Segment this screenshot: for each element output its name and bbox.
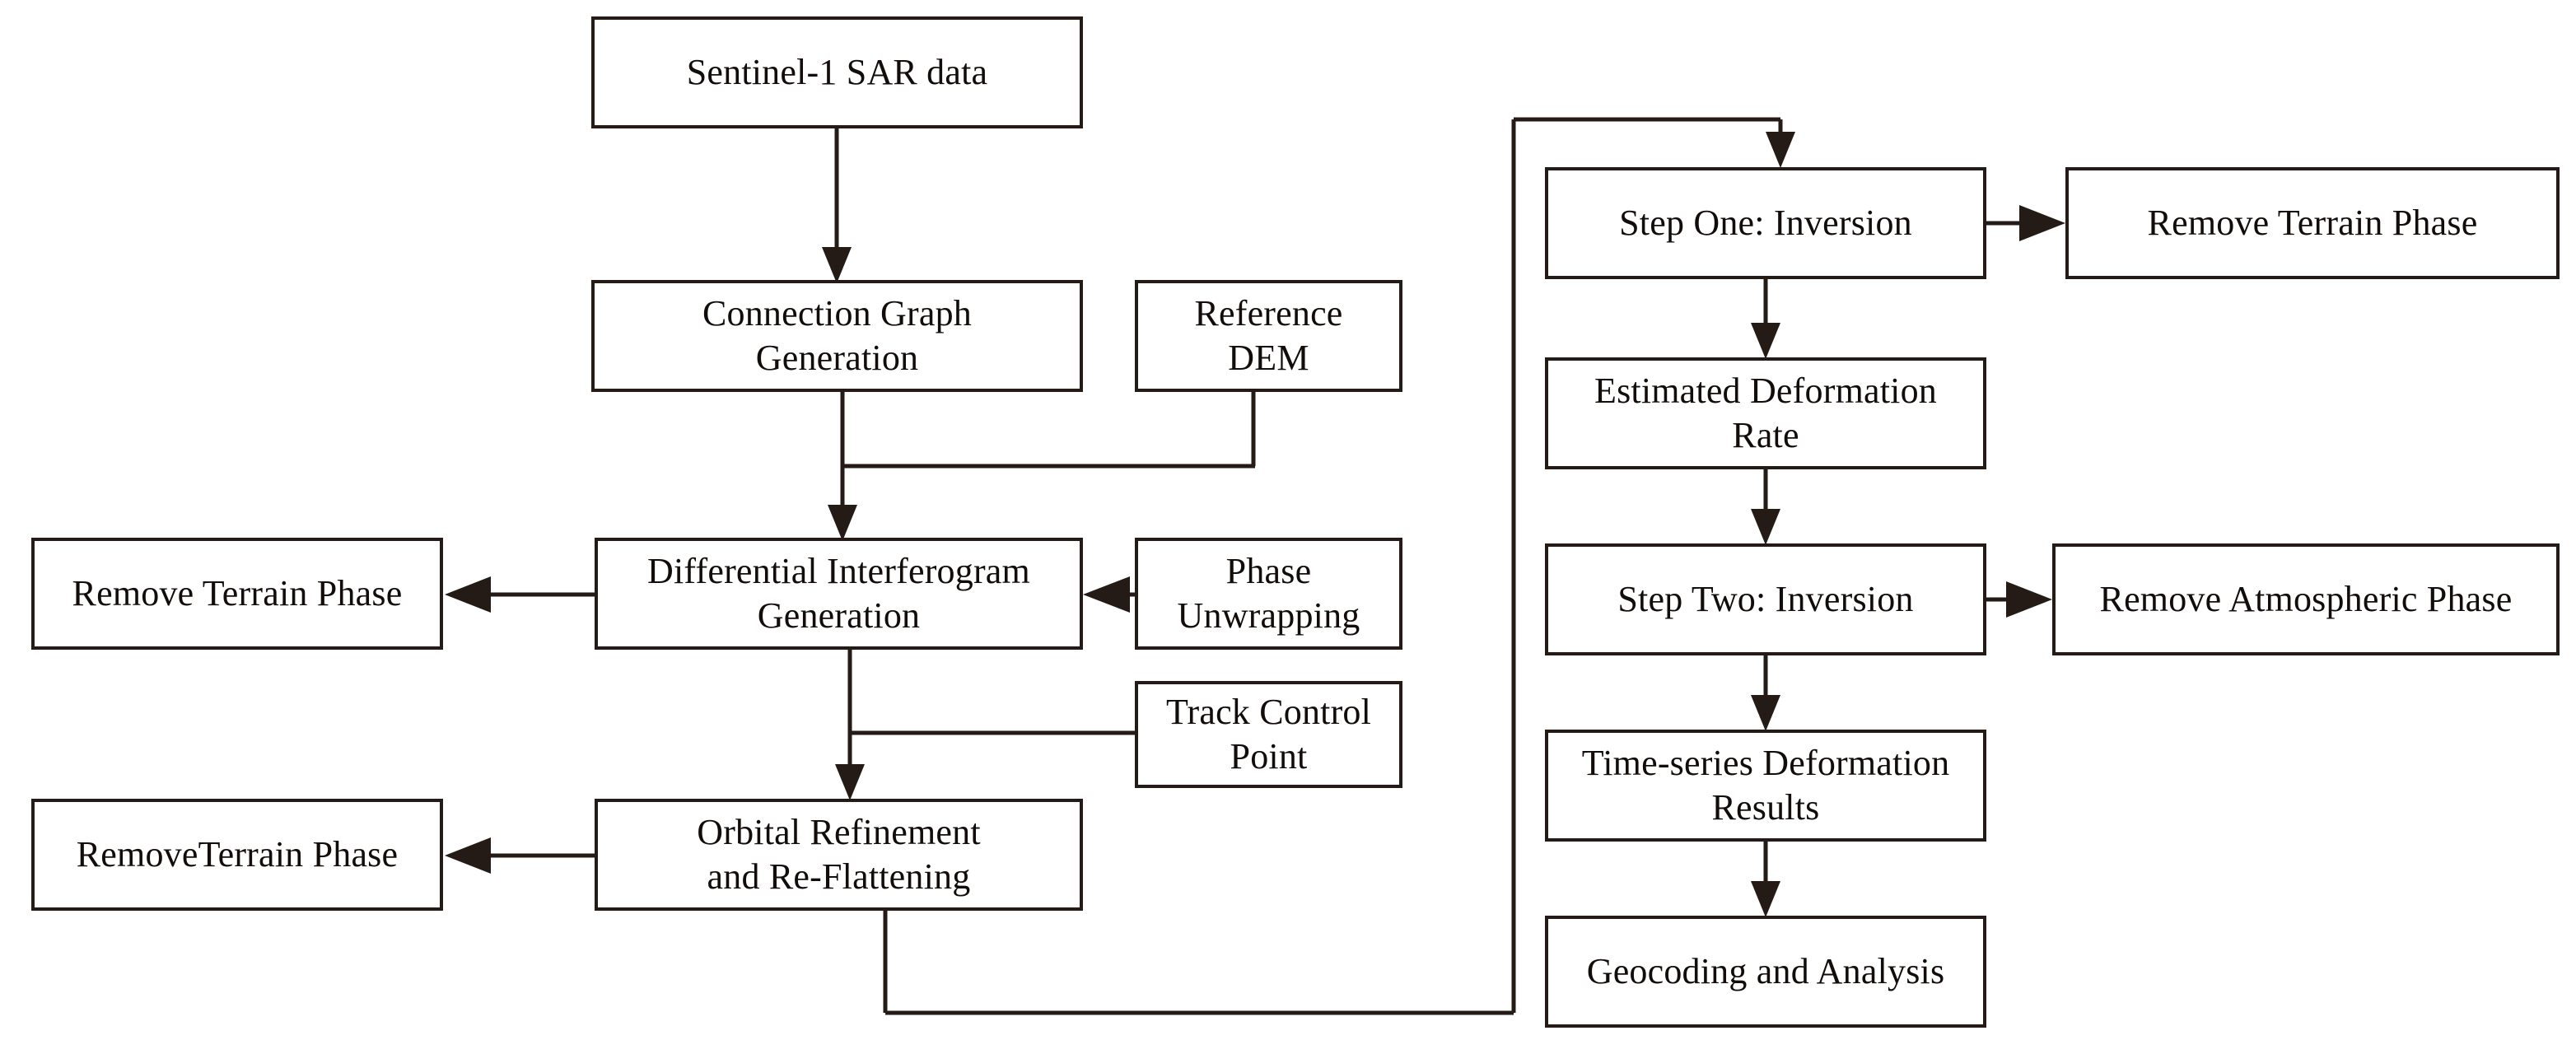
node-label: Time-series Deformation Results xyxy=(1581,743,1950,828)
node-track-control-point[interactable]: Track Control Point xyxy=(1135,681,1402,788)
edge-step-two-to-timeseries xyxy=(1751,655,1780,731)
node-label: Track Control Point xyxy=(1165,692,1372,777)
node-connection-graph-generation[interactable]: Connection Graph Generation xyxy=(591,280,1083,392)
node-differential-interferogram-generation[interactable]: Differential Interferogram Generation xyxy=(595,538,1083,650)
node-label: Remove Terrain Phase xyxy=(72,573,403,614)
node-estimated-deformation-rate[interactable]: Estimated Deformation Rate xyxy=(1545,357,1986,469)
edge-step-two-to-remove-atmos xyxy=(1986,581,2052,618)
node-label: Remove Atmospheric Phase xyxy=(2099,579,2513,620)
node-label: Sentinel-1 SAR data xyxy=(686,52,988,93)
edge-orbital-to-remove-terrain-2 xyxy=(445,837,595,874)
edge-step-one-to-est-rate xyxy=(1751,279,1780,359)
node-step-one-inversion[interactable]: Step One: Inversion xyxy=(1545,167,1986,279)
node-geocoding-and-analysis[interactable]: Geocoding and Analysis xyxy=(1545,916,1986,1028)
node-reference-dem[interactable]: Reference DEM xyxy=(1135,280,1402,392)
node-label: Estimated Deformation Rate xyxy=(1594,371,1937,455)
node-remove-terrain-phase-1[interactable]: Remove Terrain Phase xyxy=(31,538,443,650)
node-remove-terrain-phase-3[interactable]: Remove Terrain Phase xyxy=(2065,167,2560,279)
node-label: Remove Terrain Phase xyxy=(2147,203,2478,244)
node-orbital-refinement-and-reflattening[interactable]: Orbital Refinement and Re-Flattening xyxy=(595,799,1083,911)
node-label: RemoveTerrain Phase xyxy=(76,834,399,875)
edge-reference-dem-to-differential xyxy=(842,392,1256,469)
node-label: Connection Graph Generation xyxy=(702,293,972,378)
edge-sentinel-to-connection xyxy=(822,128,852,283)
node-remove-terrain-phase-2[interactable]: RemoveTerrain Phase xyxy=(31,799,443,911)
node-label: Step Two: Inversion xyxy=(1617,579,1914,620)
node-label: Step One: Inversion xyxy=(1619,203,1912,244)
node-phase-unwrapping[interactable]: Phase Unwrapping xyxy=(1135,538,1402,650)
edge-step-one-to-remove-terrain-3 xyxy=(1986,205,2065,241)
node-label: Reference DEM xyxy=(1194,293,1343,378)
edge-differential-to-remove-terrain-1 xyxy=(445,576,595,613)
node-step-two-inversion[interactable]: Step Two: Inversion xyxy=(1545,543,1986,655)
node-sentinel-sar-data[interactable]: Sentinel-1 SAR data xyxy=(591,16,1083,128)
node-label: Differential Interferogram Generation xyxy=(647,551,1030,636)
edge-connection-to-differential xyxy=(828,392,857,541)
edge-timeseries-to-geocoding xyxy=(1751,842,1780,917)
edge-orbital-to-step-one xyxy=(883,117,1795,1015)
node-label: Phase Unwrapping xyxy=(1177,551,1360,636)
node-remove-atmospheric-phase[interactable]: Remove Atmospheric Phase xyxy=(2052,543,2560,655)
edge-phase-unwrap-to-differential xyxy=(1083,576,1135,613)
node-label: Geocoding and Analysis xyxy=(1586,951,1945,992)
node-time-series-deformation-results[interactable]: Time-series Deformation Results xyxy=(1545,730,1986,842)
edge-differential-to-orbital xyxy=(835,650,865,800)
node-label: Orbital Refinement and Re-Flattening xyxy=(697,812,981,897)
edge-est-rate-to-step-two xyxy=(1751,469,1780,545)
